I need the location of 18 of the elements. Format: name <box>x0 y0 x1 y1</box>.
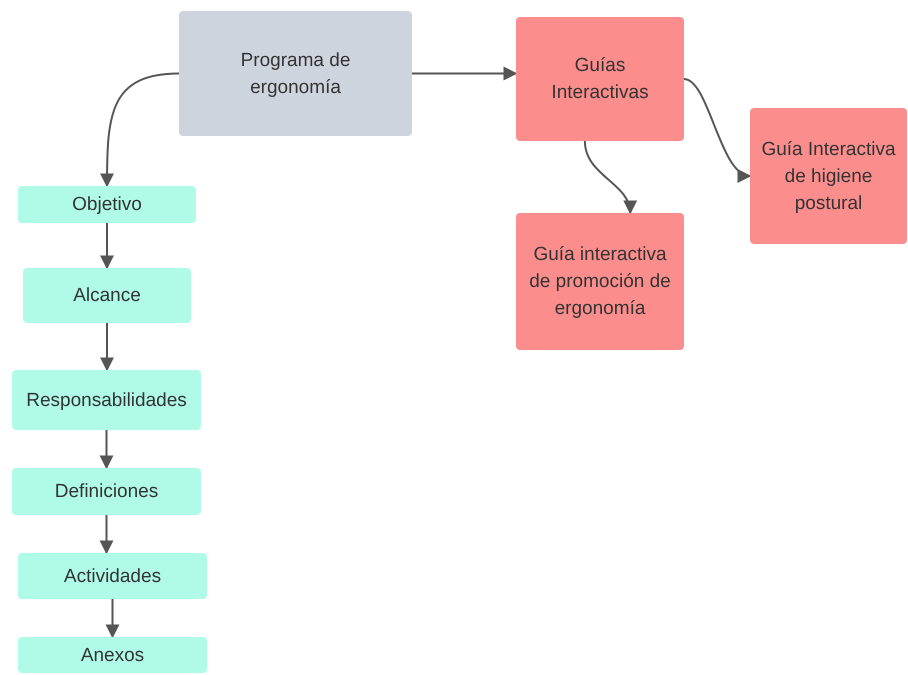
arrow <box>100 323 114 372</box>
arrow <box>100 72 180 188</box>
guide-box: Guía interactiva de promoción de ergonomía <box>516 213 684 350</box>
guide-box: Guías Interactivas <box>516 17 684 141</box>
process-box: Programa de ergonomía <box>179 11 412 136</box>
section-box: Alcance <box>23 268 191 323</box>
section-box: Actividades <box>18 553 207 599</box>
arrow <box>106 599 120 638</box>
section-box: Anexos <box>18 637 207 673</box>
section-box: Objetivo <box>18 186 196 223</box>
guide-box: Guía Interactiva de higiene postural <box>750 108 907 244</box>
section-box: Definiciones <box>12 468 201 515</box>
arrow <box>100 223 114 270</box>
arrow <box>100 430 114 470</box>
arrow <box>412 66 518 80</box>
section-box: Responsabilidades <box>12 370 201 430</box>
arrow <box>100 515 114 554</box>
arrow <box>584 140 636 214</box>
